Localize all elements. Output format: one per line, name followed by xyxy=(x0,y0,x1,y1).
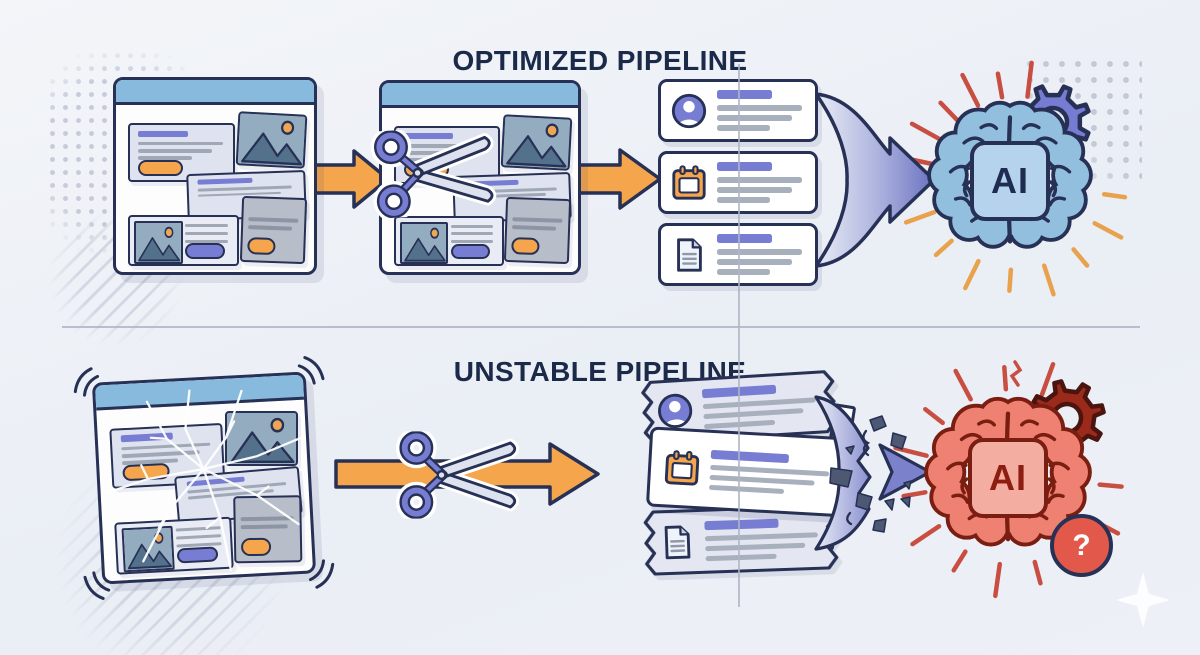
gray-card xyxy=(504,197,572,264)
section-divider-line xyxy=(62,326,1140,328)
media-card xyxy=(127,215,239,266)
browser-header-bar xyxy=(382,83,578,108)
shake-mark xyxy=(308,559,335,589)
media-card xyxy=(114,516,234,575)
image-placeholder xyxy=(136,222,182,263)
text-lines xyxy=(717,162,806,203)
browser-body xyxy=(116,105,314,272)
document-icon xyxy=(657,523,696,562)
text-lines xyxy=(704,517,824,562)
flow-arrow xyxy=(570,148,662,210)
scissors-icon xyxy=(396,426,522,524)
browser-body xyxy=(96,400,313,582)
image-placeholder xyxy=(401,223,447,263)
user-avatar-icon xyxy=(655,391,695,431)
image-placeholder xyxy=(123,527,173,571)
calendar-icon xyxy=(662,448,702,488)
shake-mark xyxy=(83,571,111,600)
image-placeholder xyxy=(237,113,306,168)
text-card xyxy=(127,123,235,183)
text-lines xyxy=(717,234,806,275)
broken-arrow xyxy=(814,395,932,551)
merge-arrow xyxy=(814,92,936,268)
document-icon xyxy=(670,236,708,274)
browser-header-bar xyxy=(116,80,314,105)
vertical-guide-line xyxy=(738,64,740,607)
calendar-icon xyxy=(670,164,708,202)
text-lines xyxy=(717,90,806,131)
flow-arrow xyxy=(308,149,390,209)
flow-arrow xyxy=(334,442,600,506)
image-card xyxy=(235,111,308,170)
shake-mark xyxy=(297,356,325,385)
gray-card xyxy=(233,495,303,564)
user-avatar-icon xyxy=(670,92,708,130)
scissors-icon xyxy=(370,121,501,223)
torn-data-card xyxy=(643,504,839,576)
torn-data-card xyxy=(645,426,853,518)
ai-chip: AI xyxy=(968,437,1048,518)
ai-brain-overloaded: AI xyxy=(922,392,1094,560)
image-card xyxy=(224,410,298,466)
media-card xyxy=(393,216,504,267)
text-lines xyxy=(701,382,823,430)
gray-card xyxy=(239,195,308,264)
broken-webpage-window xyxy=(73,356,335,600)
image-placeholder xyxy=(502,116,570,170)
optimized-pipeline-title: OPTIMIZED PIPELINE xyxy=(452,44,748,76)
webpage-window xyxy=(113,77,317,275)
energy-rays xyxy=(903,60,1128,297)
shake-mark xyxy=(73,367,100,397)
webpage-window xyxy=(91,371,317,585)
ai-chip: AI xyxy=(970,140,1050,221)
question-mark-badge: ? xyxy=(1050,514,1113,577)
ai-brain: AI xyxy=(925,98,1095,260)
image-card xyxy=(500,114,572,172)
image-placeholder xyxy=(226,412,296,464)
